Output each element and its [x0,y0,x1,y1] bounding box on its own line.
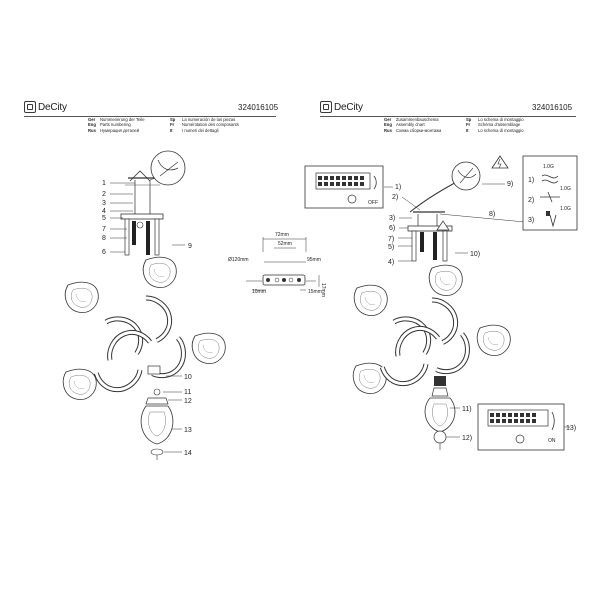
part-label-11: 11 [184,389,191,396]
step-label-2: 2) [392,194,398,201]
wire-length-2: 1.0G [560,186,571,192]
left-zoom-detail [149,150,186,186]
left-leaders-top [110,182,185,253]
warning-icon-mid [436,220,450,231]
logo-mark-icon [320,101,332,113]
shade [64,281,99,313]
left-part-labels-bottom: 10 11 12 13 14 [184,374,192,457]
step-label-4: 4) [388,259,394,266]
part-label-1: 1 [102,180,106,187]
step-label-8: 8) [489,211,495,218]
step-label-5: 5) [388,244,394,251]
dim-17mm-vertical: 17mm [320,283,326,297]
header-rule [24,116,276,117]
switch-on-label: ON [548,438,556,444]
part-label-3: 3 [102,200,106,207]
part-label-6: 6 [102,249,106,256]
part-label-13: 13 [184,427,192,434]
brand-name: DeCity [334,101,363,113]
step-label-12: 12) [462,435,472,442]
part-label-8: 8 [102,235,106,242]
terminal-block-on: ON [477,403,565,451]
dim-52mm: 52mm [278,241,292,247]
step-label-7: 7) [388,236,394,243]
step-label-13: 13) [566,425,576,432]
wire-step-2: 2) [528,197,534,204]
shade [191,332,226,364]
switch-off-label: OFF [368,200,378,206]
dim-10mm: 10mm [252,289,266,295]
dim-95mm: 95mm [307,257,321,263]
brand-logo: DeCity [24,101,67,113]
left-part-labels-top: 1 2 3 4 5 7 8 6 9 [102,180,192,256]
shade [353,284,388,316]
warning-icon-top [491,155,509,169]
step-label-10: 10) [470,251,480,258]
dim-15mm: 15mm [308,289,322,295]
left-leaders-bottom [163,375,182,453]
terminal-block-off: OFF [304,165,384,209]
shade [62,368,97,400]
part-label-12: 12 [184,398,192,405]
part-label-7: 7 [102,226,106,233]
logo-mark-icon [24,101,36,113]
right-chandelier-body [352,264,511,450]
step-label-3: 3) [389,215,395,222]
product-code: 324016105 [238,103,279,112]
header-rule [320,116,576,117]
wire-step-1: 1) [528,177,534,184]
right-leaders-top [398,183,505,262]
part-label-9: 9 [188,243,192,250]
part-label-5: 5 [102,215,106,222]
brand-logo: DeCity [320,101,363,113]
shade [428,264,463,296]
wire-length-1: 1.0G [543,164,554,170]
step-label-1: 1) [395,184,401,191]
product-code: 324016105 [532,103,573,112]
part-label-2: 2 [102,191,106,198]
shade [142,256,177,288]
step-label-11: 11) [462,406,472,413]
step-label-6: 6) [389,225,395,232]
wiring-diagram-box: 1) 2) 3) 1.0G 1.0G 1.0G [522,155,578,231]
mounting-plate-dimensions: 72mm 52mm 95mm Ø120mm 17mm 10mm 15mm [228,232,326,297]
shade [476,324,511,356]
part-label-14: 14 [184,450,192,457]
right-leaders-bottom [446,407,460,438]
right-step-labels-top: 9) 2) 8) 3) 6) 7) 5) 4) 10) [388,181,513,266]
dim-72mm: 72mm [275,232,289,238]
part-label-10: 10 [184,374,192,381]
left-ceiling-mount [120,170,164,256]
right-zoom-detail [451,161,481,191]
right-step-labels-bottom: 11) 12) [462,406,472,442]
wire-step-3: 3) [528,217,534,224]
left-chandelier-body [62,256,226,460]
step-label-9: 9) [507,181,513,188]
brand-name: DeCity [38,101,67,113]
dim-120mm: Ø120mm [228,257,249,263]
part-label-4: 4 [102,208,106,215]
wire-length-3: 1.0G [560,206,571,212]
